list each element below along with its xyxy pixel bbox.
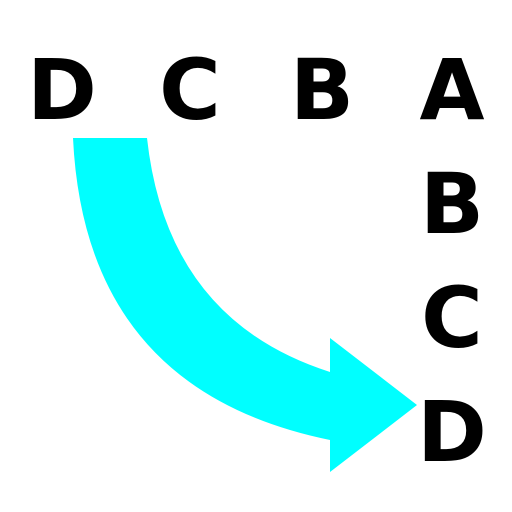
top-letter-2: C <box>159 41 221 139</box>
side-letter-3: D <box>417 383 487 481</box>
curved-arrow-shape <box>73 138 417 472</box>
top-letter-1: D <box>27 41 97 139</box>
top-letter-3: B <box>289 41 355 139</box>
top-letter-4: A <box>419 41 485 139</box>
side-letter-1: B <box>419 155 485 253</box>
side-letter-2: C <box>421 269 483 367</box>
